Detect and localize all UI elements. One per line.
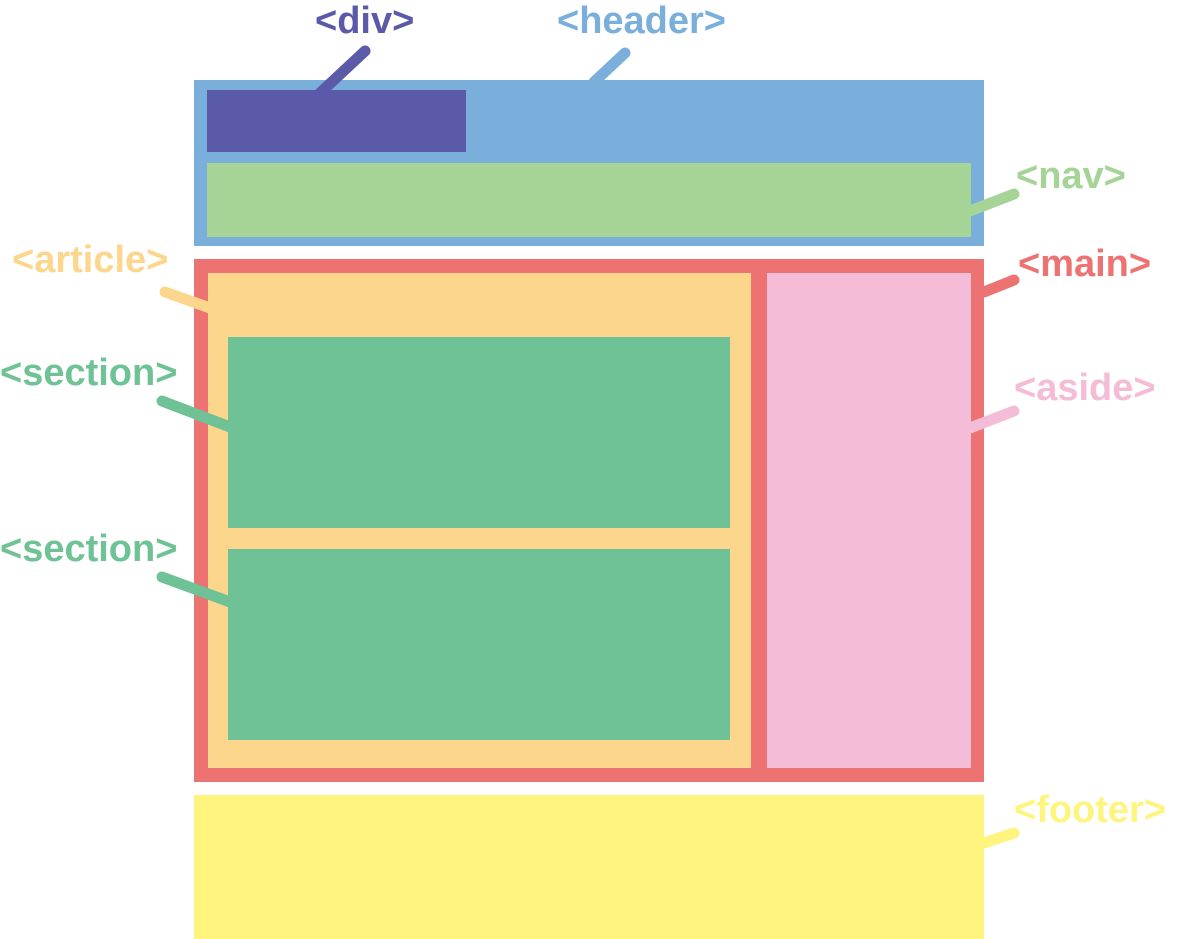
aside-connector xyxy=(964,405,1020,434)
nav-connector xyxy=(964,188,1020,217)
nav-label: <nav> xyxy=(1016,155,1126,197)
footer-block xyxy=(194,795,984,939)
nav-block xyxy=(207,163,971,237)
aside-label: <aside> xyxy=(1014,367,1156,409)
div-label: <div> xyxy=(315,0,415,42)
article-label: <article> xyxy=(12,239,169,281)
article-connector xyxy=(159,286,216,314)
section-label-2: <section> xyxy=(0,528,178,570)
section-connector-1 xyxy=(156,395,236,433)
header-label: <header> xyxy=(557,0,726,42)
section-block-1 xyxy=(228,337,730,528)
aside-block xyxy=(767,273,971,768)
header-connector xyxy=(588,47,631,88)
section-block-2 xyxy=(228,549,730,740)
footer-label: <footer> xyxy=(1014,789,1167,831)
div-block xyxy=(207,90,466,152)
div-connector xyxy=(314,45,371,99)
section-label-1: <section> xyxy=(0,352,178,394)
footer-connector xyxy=(978,827,1020,849)
main-connector xyxy=(978,274,1020,298)
main-label: <main> xyxy=(1018,243,1152,285)
section-connector-2 xyxy=(156,571,236,608)
